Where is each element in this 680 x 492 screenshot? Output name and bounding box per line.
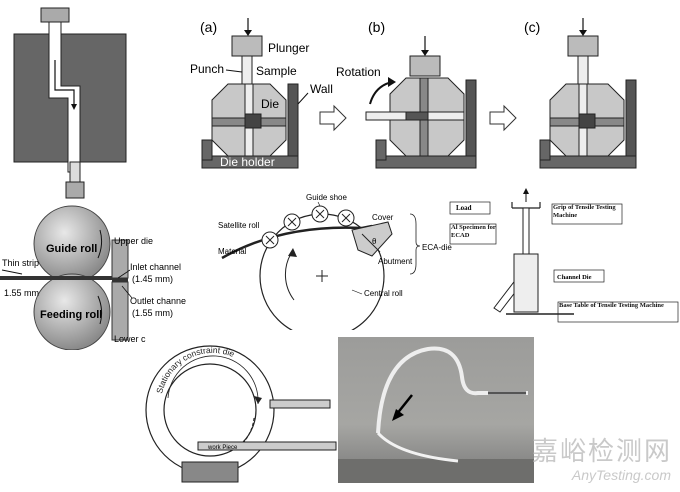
label-specimen: Al Specimen for ECAD: [451, 224, 496, 239]
label-feeding-roll: Feeding roll: [40, 309, 102, 321]
label-lower-die: Lower c: [114, 334, 146, 344]
label-sample: Sample: [256, 64, 297, 78]
label-rotation: Rotation: [336, 65, 381, 79]
watermark-en: AnyTesting.com: [571, 467, 671, 483]
label-workpiece: work Piece: [207, 445, 238, 451]
ecap-rotation-diagram: (a) Plunger Punch Sample Die Wall Die ho…: [190, 18, 637, 169]
label-abutment: Abutment: [378, 257, 413, 266]
label-plunger: Plunger: [268, 41, 309, 55]
label-load: Load: [456, 204, 472, 212]
label-base-table: Base Table of Tensile Testing Machine: [559, 302, 664, 309]
material-strip: [221, 224, 373, 260]
label-central-roll: Central roll: [364, 289, 403, 298]
specimen-photo: [338, 337, 534, 483]
label-thin-strip: Thin strip: [2, 258, 39, 268]
wall-c: [625, 79, 637, 167]
label-punch: Punch: [190, 62, 224, 76]
label-grip: Grip of Tensile Testing Machine: [553, 204, 616, 219]
label-thickness: 1.55 mm: [4, 288, 39, 298]
label-channel-die: Channel Die: [557, 274, 592, 281]
plunger-a: [231, 35, 263, 57]
top-plunger-head: [40, 7, 70, 23]
roll-ecap-diagram: Guide roll Feeding roll Upper die Thin s…: [0, 205, 186, 350]
grip: [511, 202, 541, 209]
plunger-b: [409, 55, 441, 77]
label-satellite-roll: Satellite roll: [218, 221, 260, 230]
label-inlet-channel: Inlet channel: [130, 262, 181, 272]
die-holder-a: [201, 155, 299, 169]
bottom-plunger-head: [65, 181, 85, 199]
panel-label-b: (b): [368, 19, 385, 35]
thin-strip: [0, 276, 112, 280]
step-arrow-1: [319, 104, 347, 132]
label-wall: Wall: [310, 82, 333, 96]
workpiece-strip: [197, 441, 337, 451]
panel-label-a: (a): [200, 19, 217, 35]
panel-label-c: (c): [524, 19, 540, 35]
label-inlet-size: (1.45 mm): [132, 274, 173, 284]
plunger-c: [567, 35, 599, 57]
label-guide-shoe: Guide shoe: [306, 193, 347, 202]
ecap-channel-diagram: [13, 7, 127, 199]
ring-die-diagram: work Piece Stationary constraint die: [145, 345, 337, 483]
base-block: [181, 461, 239, 483]
bent-specimen: [376, 346, 528, 434]
constraint-die-inner: [163, 363, 257, 457]
label-outlet-channel: Outlet channe: [130, 296, 186, 306]
label-upper-die: Upper die: [114, 236, 153, 246]
label-material: Material: [218, 247, 247, 256]
watermark: 嘉峪检测网 AnyTesting.com: [532, 437, 677, 487]
label-theta: θ: [372, 237, 377, 246]
step-arrow-2: [489, 104, 517, 132]
label-guide-roll: Guide roll: [46, 243, 97, 255]
continuous-ecap-diagram: Material Satellite roll Guide shoe Cover…: [218, 193, 452, 330]
feeding-roll: [33, 273, 111, 350]
die-holder-b: [375, 155, 477, 169]
wall-b: [465, 79, 477, 167]
label-outlet-size: (1.55 mm): [132, 308, 173, 318]
label-cover: Cover: [372, 213, 394, 222]
punch-a: [241, 55, 253, 85]
label-die: Die: [261, 97, 279, 111]
die-block: [351, 221, 393, 257]
label-die-holder: Die holder: [220, 155, 275, 169]
channel-die: [513, 253, 539, 313]
label-eca-die: ECA-die: [422, 243, 452, 252]
watermark-cn: 嘉峪检测网: [532, 437, 673, 467]
die-holder-c: [539, 155, 637, 169]
wall-a: [287, 83, 299, 165]
ecad-tensile-diagram: Load Grip of Tensile Testing Machine Al …: [449, 188, 679, 323]
flow-arrow: [54, 60, 75, 108]
